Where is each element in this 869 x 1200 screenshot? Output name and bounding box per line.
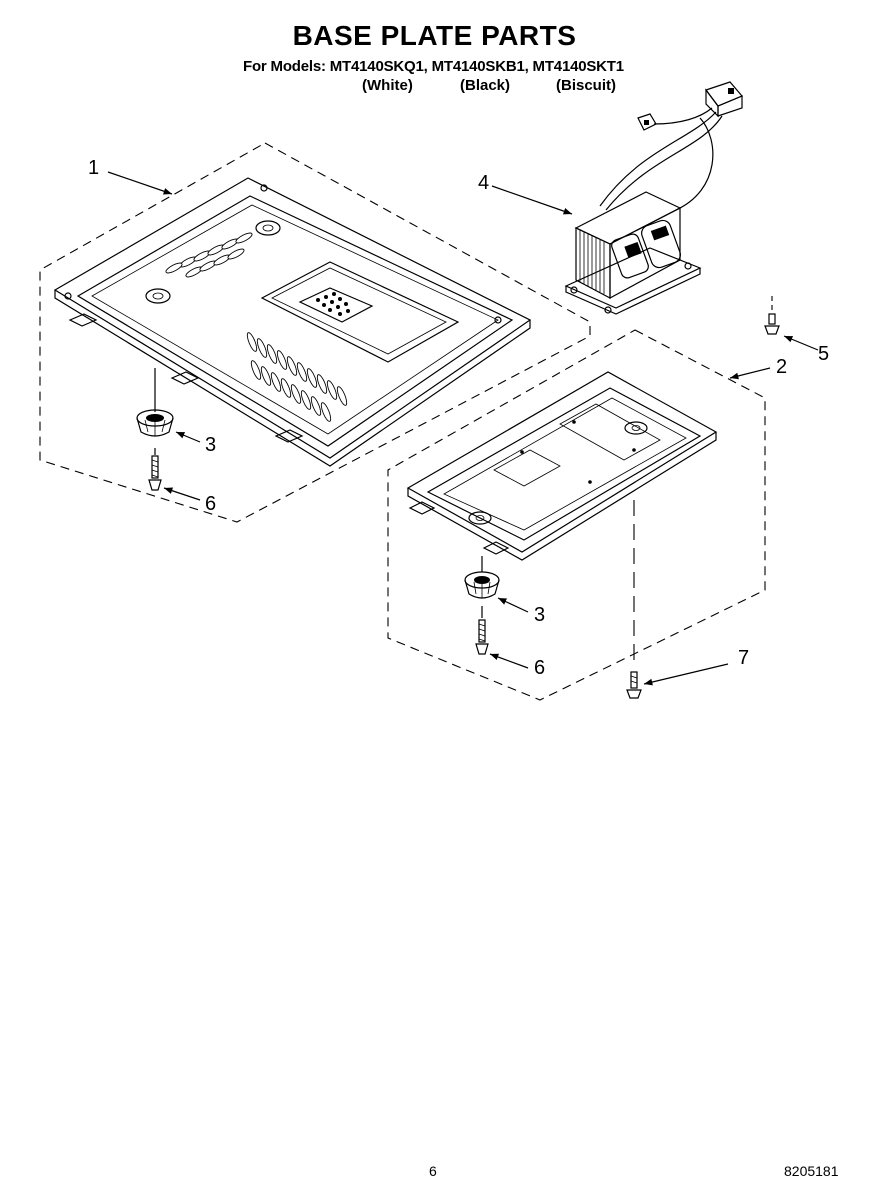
callout-part-5: 5 xyxy=(818,343,830,365)
variant-white: (White) xyxy=(362,77,413,94)
callout-part-2: 2 xyxy=(776,356,788,378)
screw-left xyxy=(148,448,162,491)
callout-part-6-left: 6 xyxy=(205,493,217,515)
callout-part-3-left: 3 xyxy=(205,434,217,456)
base-plate-right xyxy=(387,329,766,701)
foot-left xyxy=(136,409,174,437)
page-number: 6 xyxy=(429,1163,437,1179)
screw-part-7 xyxy=(626,671,642,699)
variant-biscuit: (Biscuit) xyxy=(556,77,616,94)
transformer xyxy=(564,81,743,315)
callout-arrows xyxy=(107,171,819,686)
document-number: 8205181 xyxy=(784,1163,839,1179)
variant-black: (Black) xyxy=(460,77,511,94)
models-line: For Models: MT4140SKQ1, MT4140SKB1, MT41… xyxy=(243,58,624,75)
callout-part-3-right: 3 xyxy=(534,604,546,626)
page-title: BASE PLATE PARTS xyxy=(292,20,577,51)
screw-right xyxy=(475,606,489,655)
callout-part-1: 1 xyxy=(88,157,100,179)
screw-part-5 xyxy=(764,296,780,335)
callout-part-4: 4 xyxy=(478,172,490,194)
foot-right xyxy=(464,571,500,599)
base-plate-left xyxy=(39,142,591,523)
callout-part-6-right: 6 xyxy=(534,657,546,679)
callout-part-7: 7 xyxy=(738,647,750,669)
